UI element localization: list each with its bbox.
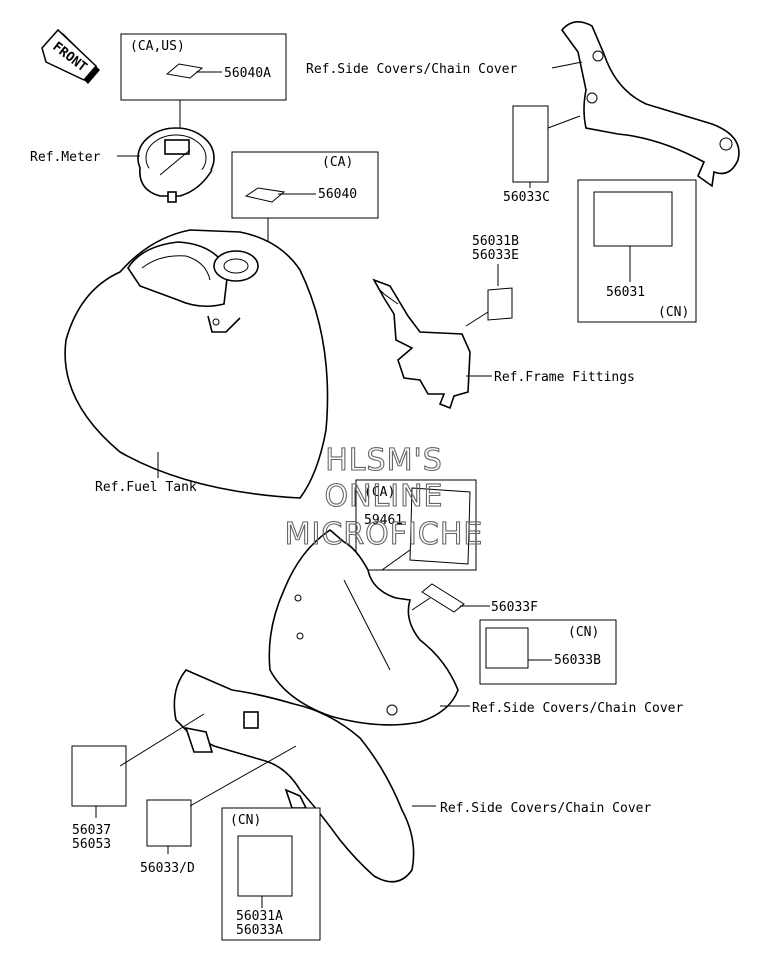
part-56033e: 56033E xyxy=(472,248,519,263)
part-56033d: 56033/D xyxy=(140,861,195,876)
part-56053: 56053 xyxy=(72,837,111,852)
decal-56033f xyxy=(421,583,465,613)
front-arrow-icon: FRONT xyxy=(41,28,100,84)
frame-fitting-part xyxy=(372,278,471,410)
box-ca-us: (CA,US) 56040A xyxy=(120,33,287,101)
box-cn-56031: 56031 (CN) xyxy=(577,179,697,323)
part-56031b: 56031B xyxy=(472,234,519,249)
box-cn-56031a-part-a: 56031A xyxy=(236,909,283,924)
box-cn-56031a-region: (CN) xyxy=(230,813,261,828)
callout-ref-side-covers-mid: Ref.Side Covers/Chain Cover xyxy=(472,701,683,716)
box-cn-56033b: (CN) 56033B xyxy=(479,619,617,685)
box-cn-56031-part: 56031 xyxy=(606,285,645,300)
part-56033f: 56033F xyxy=(491,600,538,615)
box-ca-us-part: 56040A xyxy=(224,66,271,81)
box-cn-56031-region: (CN) xyxy=(658,305,689,320)
box-ca-59461-region: (CA) xyxy=(364,485,395,500)
meter-part xyxy=(137,127,215,203)
box-ca: (CA) 56040 xyxy=(231,151,379,219)
box-ca-region: (CA) xyxy=(322,155,353,170)
callout-ref-meter: Ref.Meter xyxy=(30,150,101,165)
box-cn-56031a-part-b: 56033A xyxy=(236,923,283,938)
decal-56037 xyxy=(71,745,127,807)
box-cn-56033b-region: (CN) xyxy=(568,625,599,640)
chain-cover-part xyxy=(173,669,415,883)
callout-ref-side-covers-bottom: Ref.Side Covers/Chain Cover xyxy=(440,801,651,816)
box-ca-59461-part: 59461 xyxy=(364,513,403,528)
watermark-line2: ONLINE xyxy=(324,479,443,514)
decal-56033d xyxy=(146,799,192,847)
part-56033c: 56033C xyxy=(503,190,550,205)
callout-ref-side-covers-top: Ref.Side Covers/Chain Cover xyxy=(306,62,517,77)
box-cn-56033b-part: 56033B xyxy=(554,653,601,668)
callout-ref-frame-fittings: Ref.Frame Fittings xyxy=(494,370,635,385)
watermark: HLSM'S ONLINE MICROFICHE xyxy=(284,442,484,552)
box-ca-part: 56040 xyxy=(318,187,357,202)
part-56037: 56037 xyxy=(72,823,111,838)
decal-56031b xyxy=(487,287,513,321)
fuel-tank-part xyxy=(64,229,329,499)
box-ca-us-region: (CA,US) xyxy=(130,39,185,54)
box-ca-59461: (CA) 59461 xyxy=(355,479,477,571)
callout-ref-fuel-tank: Ref.Fuel Tank xyxy=(95,480,197,495)
side-cover-top-part xyxy=(560,21,740,188)
side-cover-middle-part xyxy=(268,528,459,726)
box-cn-56031a: (CN) 56031A 56033A xyxy=(221,807,321,941)
watermark-line1: HLSM'S xyxy=(325,443,443,478)
decal-56033c xyxy=(512,105,549,183)
watermark-line3: MICROFICHE xyxy=(285,517,484,552)
